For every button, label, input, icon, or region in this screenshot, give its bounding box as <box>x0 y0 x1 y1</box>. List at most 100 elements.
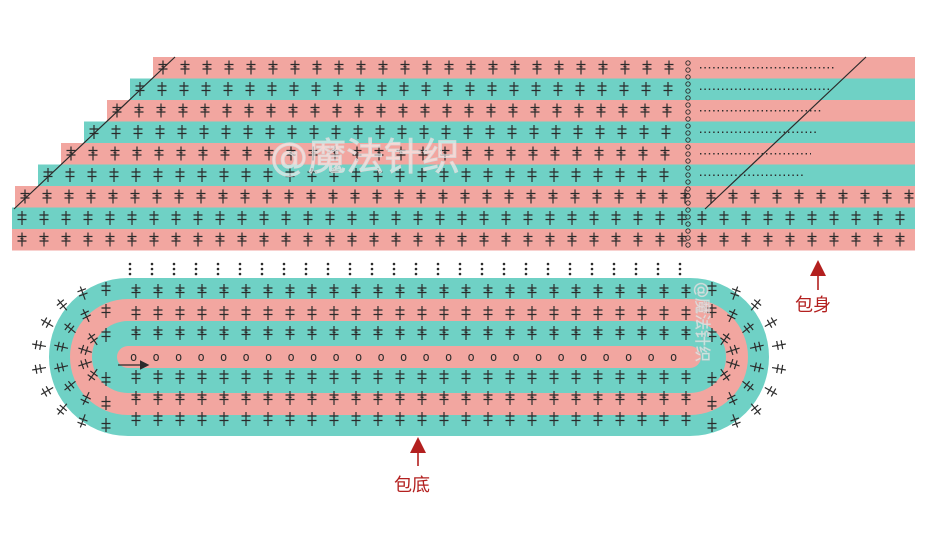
chain-ring <box>685 109 691 115</box>
cap-stitch <box>761 383 780 399</box>
ellipsis-dot <box>172 267 176 271</box>
ellipsis-dot <box>436 272 440 276</box>
chain-ring <box>685 95 691 101</box>
ellipsis-dot <box>524 267 528 271</box>
ellipsis-dot <box>150 262 154 266</box>
ellipsis-dot <box>348 267 352 271</box>
ellipsis-dot <box>546 267 550 271</box>
chain-ring <box>685 137 691 143</box>
ellipsis-dot <box>348 262 352 266</box>
ellipsis-dot <box>656 262 660 266</box>
ellipsis-dot <box>612 262 616 266</box>
ellipsis-dot <box>458 272 462 276</box>
ellipsis-dot <box>304 267 308 271</box>
ellipsis-dot <box>172 262 176 266</box>
chain-ring <box>685 221 691 227</box>
ellipsis-dot <box>216 267 220 271</box>
chain-ring <box>685 186 691 192</box>
ellipsis-dot <box>436 262 440 266</box>
ellipsis-dot <box>128 262 132 266</box>
ellipsis-dot <box>370 272 374 276</box>
watermark-side: @魔法针织 <box>693 282 712 362</box>
cap-stitch <box>30 338 48 352</box>
chain-ring <box>685 102 691 108</box>
ellipsis-dot <box>678 272 682 276</box>
ellipsis-dot <box>502 272 506 276</box>
ellipsis-dot <box>216 272 220 276</box>
ellipsis-dot <box>238 267 242 271</box>
chain-stitch: o <box>243 350 250 364</box>
ellipsis-dot <box>392 267 396 271</box>
chain-stitch: o <box>400 350 407 364</box>
chain-ring <box>685 242 691 248</box>
ellipsis-dots <box>128 262 682 276</box>
ellipsis-dot <box>128 267 132 271</box>
right-diagonal <box>704 56 867 210</box>
left-diagonal <box>13 56 176 210</box>
ellipsis-dot <box>634 267 638 271</box>
chain-ring <box>685 179 691 185</box>
chain-stitch: o <box>468 350 475 364</box>
chain-stitch: o <box>175 350 182 364</box>
ellipsis-dot <box>568 262 572 266</box>
ellipsis-dot <box>524 272 528 276</box>
ellipsis-dot <box>414 267 418 271</box>
chain-ring <box>685 158 691 164</box>
ellipsis-dot <box>524 262 528 266</box>
chain-stitch: o <box>558 350 565 364</box>
ellipsis-dot <box>414 272 418 276</box>
ellipsis-dot <box>568 272 572 276</box>
ellipsis-dot <box>458 267 462 271</box>
ellipsis-dot <box>326 262 330 266</box>
body-row <box>107 100 915 122</box>
ellipsis-dot <box>480 267 484 271</box>
chain-ring <box>685 235 691 241</box>
chain-stitch: o <box>535 350 542 364</box>
ellipsis-dot <box>194 272 198 276</box>
ellipsis-dot <box>546 262 550 266</box>
chain-stitch: o <box>310 350 317 364</box>
chain-ring <box>685 214 691 220</box>
ellipsis-dot <box>194 267 198 271</box>
chain-ring <box>685 130 691 136</box>
chain-ring <box>685 165 691 171</box>
body-row <box>130 78 915 100</box>
ellipsis-dot <box>172 272 176 276</box>
chain-ring <box>685 193 691 199</box>
chain-ring <box>685 144 691 150</box>
body-row <box>84 121 915 143</box>
ellipsis-dot <box>282 267 286 271</box>
chain-stitch: o <box>378 350 385 364</box>
body-label: 包身 <box>795 295 831 316</box>
chain-ring <box>685 116 691 122</box>
ellipsis-dot <box>326 272 330 276</box>
cap-stitch <box>770 338 788 352</box>
chain-stitch: o <box>625 350 632 364</box>
chain-stitch: o <box>288 350 295 364</box>
body-row <box>61 143 915 165</box>
chain-ring <box>685 88 691 94</box>
chain-ring <box>685 207 691 213</box>
chain-ring <box>685 123 691 129</box>
ellipsis-dot <box>238 272 242 276</box>
chain-stitch: o <box>670 350 677 364</box>
ellipsis-dot <box>634 272 638 276</box>
ellipsis-dot <box>546 272 550 276</box>
ellipsis-dot <box>612 267 616 271</box>
ellipsis-dot <box>150 267 154 271</box>
ellipsis-dot <box>678 262 682 266</box>
ellipsis-dot <box>634 262 638 266</box>
ellipsis-dot <box>568 267 572 271</box>
body-row <box>153 57 915 79</box>
chain-ring <box>685 74 691 80</box>
ellipsis-dot <box>458 262 462 266</box>
ellipsis-dot <box>370 262 374 266</box>
ellipsis-dot <box>590 262 594 266</box>
ellipsis-dot <box>282 262 286 266</box>
base-band <box>117 346 701 368</box>
chain-stitch: o <box>513 350 520 364</box>
cap-stitch <box>30 362 48 376</box>
ellipsis-dot <box>480 262 484 266</box>
